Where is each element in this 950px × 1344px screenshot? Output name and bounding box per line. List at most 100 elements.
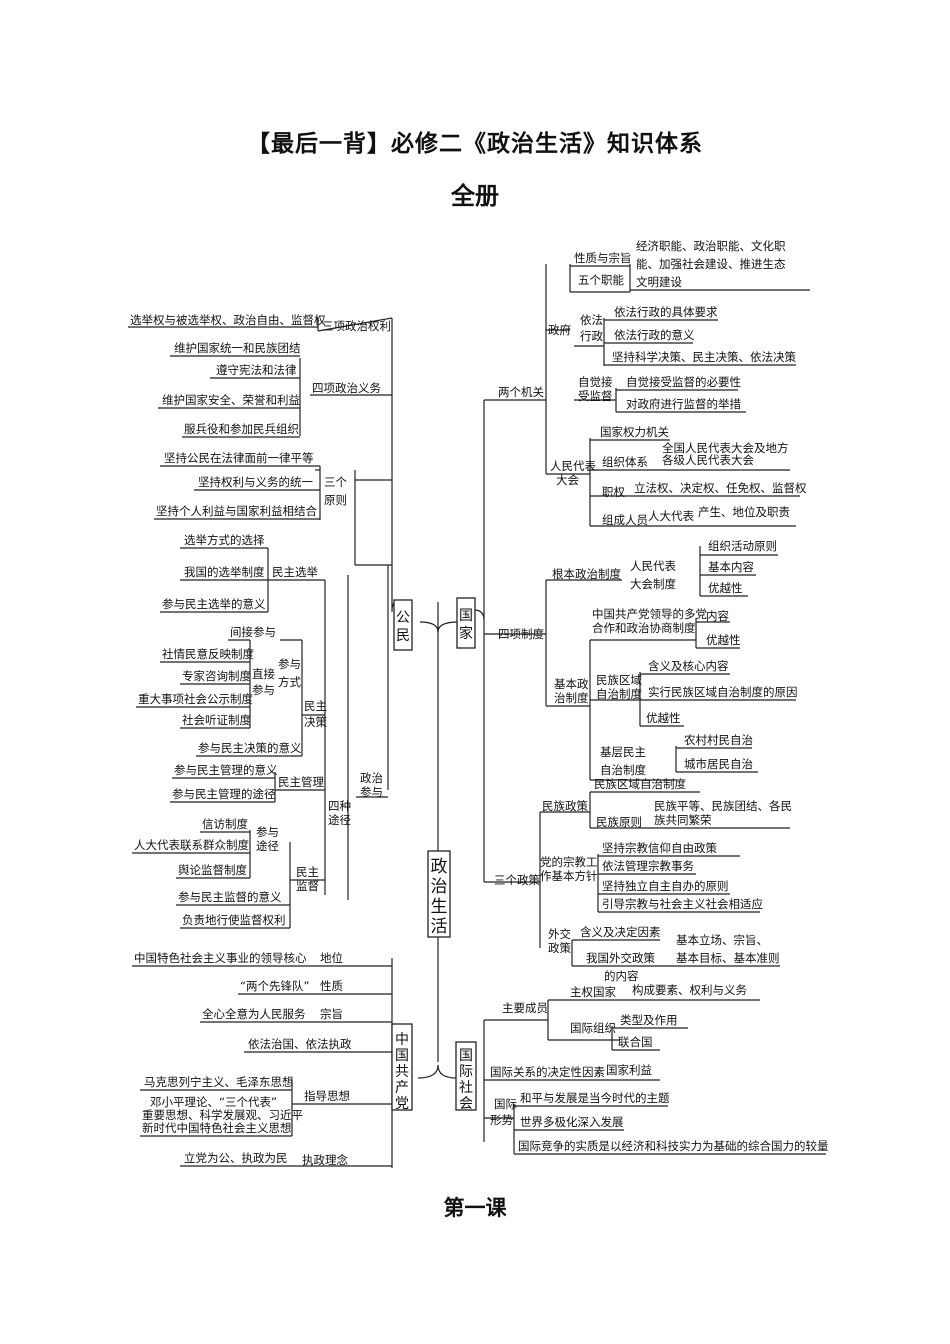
node-sup-meaning: 参与民主监督的意义 (178, 890, 282, 904)
node-decision-a: 民主 (304, 699, 327, 713)
node-guide-1: 马克思列宁主义、毛泽东思想 (144, 1075, 294, 1089)
node-situation-1: 和平与发展是当今时代的主题 (520, 1091, 670, 1105)
node-direct-2: 专家咨询制度 (182, 669, 251, 683)
center-label-2: 治 (431, 877, 448, 897)
intl-label-2: 际 (459, 1064, 473, 1080)
node-grassroots-b: 自治制度 (600, 763, 646, 777)
node-guide: 指导思想 (304, 1089, 350, 1103)
node-duty-2: 遵守宪法和法律 (216, 363, 297, 377)
node-four-ways-b: 途径 (328, 813, 351, 827)
international-branch: 主要成员 主权国家 构成要素、权利与义务 国际组织 类型及作用 联合国 国际关系… (490, 983, 829, 1153)
citizen-box (393, 599, 413, 651)
node-functions-l3: 文明建设 (636, 275, 682, 289)
node-four-ways-a: 四种 (328, 799, 351, 813)
node-ways-a: 参与 (278, 657, 301, 671)
node-management-1: 参与民主管理的意义 (174, 763, 278, 777)
node-guide-2-l3: 新时代中国特色社会主义思想 (142, 1121, 292, 1135)
node-regional-b: 自治制度 (596, 687, 642, 701)
node-direct-b: 参与 (252, 683, 275, 697)
state-label-2: 家 (459, 625, 473, 642)
node-rights-detail: 选举权与被选举权、政治自由、监督权 (130, 313, 326, 327)
node-lawful-1: 依法行政的具体要求 (614, 305, 718, 319)
center-box (427, 850, 451, 938)
node-powers: 职权 (602, 485, 625, 499)
node-management-2: 参与民主管理的途径 (172, 787, 276, 801)
node-ethnic-principle-l2: 族共同繁荣 (654, 813, 712, 827)
node-management: 民主管理 (278, 775, 324, 789)
node-purpose-detail: 全心全意为人民服务 (202, 1007, 306, 1021)
node-participation-a: 政治 (360, 771, 383, 785)
node-functions: 五个职能 (578, 273, 624, 287)
node-concept: 执政理念 (302, 1153, 348, 1167)
node-religion-3: 坚持独立自主自办的原则 (602, 879, 729, 893)
node-duty-4: 服兵役和参加民兵组织 (184, 422, 299, 436)
node-foreign-detail-l1: 基本立场、宗旨、 (676, 933, 768, 947)
node-nature-detail: “两个先锋队” (240, 979, 309, 993)
node-government: 政府 (548, 323, 571, 337)
node-four-systems: 四项制度 (498, 627, 544, 641)
party-label-3: 共 (395, 1064, 409, 1080)
node-ways-b: 方式 (278, 675, 301, 689)
node-status-detail: 中国特色社会主义事业的领导核心 (134, 951, 307, 965)
center-label-4: 活 (431, 917, 448, 937)
node-religion-2: 依法管理宗教事务 (602, 859, 694, 873)
node-election-2: 我国的选举制度 (184, 565, 265, 579)
node-org-detail-l1: 全国人民代表大会及地方 (662, 441, 789, 455)
node-coop-2: 优越性 (706, 633, 741, 647)
node-guide-2-l2: 重要思想、科学发展观、习近平 (142, 1108, 303, 1122)
node-grass-2: 城市居民自治 (684, 757, 753, 771)
node-cpc-coop-l1: 中国共产党领导的多党 (592, 607, 707, 621)
node-cpc-coop-l2: 合作和政治协商制度 (592, 621, 696, 635)
node-principles-b: 原则 (324, 493, 347, 507)
node-three-policies: 三个政策 (494, 873, 540, 887)
node-election: 民主选举 (272, 565, 318, 579)
node-npc-system-b: 大会制度 (630, 577, 676, 591)
node-decision-meaning: 参与民主决策的意义 (198, 741, 302, 755)
node-principle-3: 坚持个人利益与国家利益相结合 (156, 504, 317, 518)
connector-lines (128, 264, 826, 1168)
node-sovereign: 主权国家 (570, 985, 616, 999)
state-branch: 两个机关 政府 性质与宗旨 五个职能 经济职能、政治职能、文化职 能、加强社会建… (494, 239, 807, 983)
page-title: 【最后一背】必修二《政治生活》知识体系 (247, 130, 703, 157)
node-npc-1: 组织活动原则 (708, 539, 777, 553)
party-label-1: 中 (395, 1032, 409, 1048)
node-sovereign-detail: 构成要素、权利与义务 (632, 983, 747, 997)
node-basic-a: 基本政 (554, 677, 589, 691)
node-regional-a: 民族区域 (596, 673, 642, 687)
node-deputies: 人大代表 (648, 509, 694, 523)
center-label-3: 生 (431, 897, 448, 917)
node-nature: 性质 (320, 979, 343, 993)
node-ethnic-policy: 民族政策 (542, 799, 588, 813)
node-intl-org-1: 类型及作用 (620, 1013, 678, 1027)
node-two-organs: 两个机关 (498, 385, 544, 399)
node-accept-2: 对政府进行监督的举措 (626, 397, 741, 411)
node-accept-b: 受监督 (578, 389, 613, 403)
node-ethnic-principle: 民族原则 (596, 815, 642, 829)
node-decisive: 国际关系的决定性因素 (490, 1065, 605, 1079)
party-label-4: 产 (395, 1080, 409, 1096)
node-npc-system-a: 人民代表 (630, 559, 676, 573)
node-congress-b: 大会 (556, 473, 579, 487)
node-religion-1: 坚持宗教信仰自由政策 (602, 841, 717, 855)
node-functions-l1: 经济职能、政治职能、文化职 (636, 239, 786, 253)
node-duties: 四项政治义务 (312, 381, 381, 395)
node-nature-aim: 性质与宗旨 (574, 251, 632, 265)
node-lawful-2: 依法行政的意义 (614, 328, 695, 342)
node-regional-1: 含义及核心内容 (648, 659, 729, 673)
node-accept-1: 自觉接受监督的必要性 (626, 375, 741, 389)
node-ethnic-1: 民族区域自治制度 (594, 777, 686, 791)
node-foreign-1: 含义及决定因素 (580, 925, 661, 939)
center-label-1: 政 (431, 857, 448, 877)
node-direct-3: 重大事项社会公示制度 (138, 692, 253, 706)
node-principles-a: 三个 (324, 475, 347, 489)
node-lawful-a: 依法 (580, 313, 603, 327)
node-regional-3: 优越性 (646, 711, 681, 725)
section-heading: 第一课 (443, 1195, 507, 1220)
node-sup-2: 人大代表联系群众制度 (134, 838, 249, 852)
node-principle-2: 坚持权利与义务的统一 (198, 475, 313, 489)
international-box (455, 1041, 477, 1111)
node-religion-b: 作基本方针 (540, 869, 598, 883)
node-deputies-detail: 产生、地位及职责 (698, 505, 790, 519)
node-indirect: 间接参与 (230, 625, 276, 639)
